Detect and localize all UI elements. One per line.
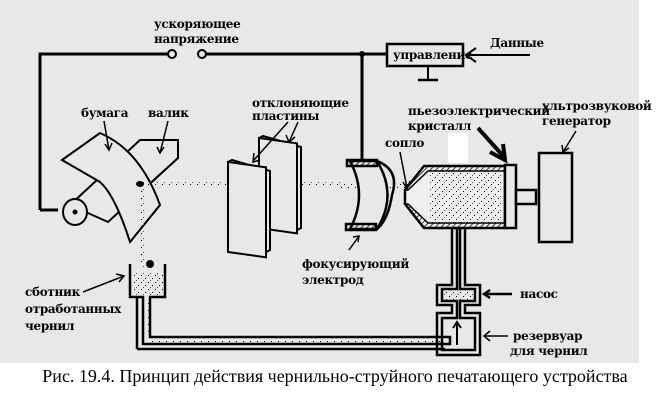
pump-and-reservoir: [435, 228, 482, 357]
control-label: управление: [393, 48, 473, 62]
inkjet-diagram: управление Данные ускоряющее напряжение …: [0, 0, 652, 363]
voltage-label-line2: напряжение: [154, 32, 239, 46]
focus-label-line2: электрод: [302, 273, 364, 287]
diagram-canvas: управление Данные ускоряющее напряжение …: [25, 17, 652, 358]
waste-ink-collector: [128, 264, 452, 351]
label-arrow-collector: [82, 273, 126, 293]
data-label: Данные: [490, 36, 545, 50]
data-input-arrow: [464, 47, 530, 63]
nozzle-label: сопло: [385, 136, 424, 150]
roller-label: валик: [148, 106, 189, 120]
focusing-electrode: [344, 158, 396, 232]
figure-caption: Рис. 19.4. Принцип действия чернильно-ст…: [42, 366, 628, 386]
pump-label: насос: [520, 287, 558, 301]
reservoir-label-line2: для чернил: [510, 344, 588, 358]
reservoir-label-line1: резервуар: [513, 329, 582, 343]
label-arrow-reservoir: [482, 330, 508, 342]
piezo-label-line1: пьезоэлектрический: [408, 104, 550, 118]
label-arrow-focus: [348, 235, 360, 251]
deflection-plates: [226, 134, 302, 259]
accelerating-voltage-circuit: [38, 49, 386, 212]
plates-label-line2: пластины: [252, 109, 319, 123]
paper-label: бумага: [81, 106, 129, 120]
label-arrow-nozzle: [399, 151, 411, 191]
label-arrow-pump: [481, 288, 512, 300]
plates-label-line1: отклоняющие: [252, 96, 349, 110]
paper-sheet: [60, 131, 162, 245]
collector-label-line2: отработанных: [25, 302, 122, 316]
collector-label-line3: чернил: [25, 319, 75, 333]
label-arrows-paper: [103, 120, 169, 155]
ultrasonic-generator: [537, 151, 574, 244]
junction-dot: [359, 51, 365, 57]
collector-label-line1: сботник: [25, 285, 81, 299]
label-arrow-ultrasonic: [561, 130, 577, 154]
focus-label-line1: фокусирующий: [302, 257, 409, 271]
voltage-terminal-left: [167, 49, 177, 59]
piezo-label-line2: кристалл: [408, 119, 472, 133]
white-patch: [448, 133, 468, 163]
connector: [514, 188, 538, 206]
label-arrow-piezo: [476, 126, 508, 164]
ultrasonic-label-line2: генератор: [542, 114, 611, 128]
ink-chamber: [403, 164, 507, 230]
label-arrows-plates: [252, 121, 299, 164]
voltage-label-line1: ускоряющее: [154, 17, 241, 31]
voltage-terminal-right: [197, 49, 207, 59]
ultrasonic-label-line1: ультрозвуковой: [542, 99, 652, 113]
piezo-crystal: [503, 163, 518, 230]
control-unit: [385, 42, 465, 82]
